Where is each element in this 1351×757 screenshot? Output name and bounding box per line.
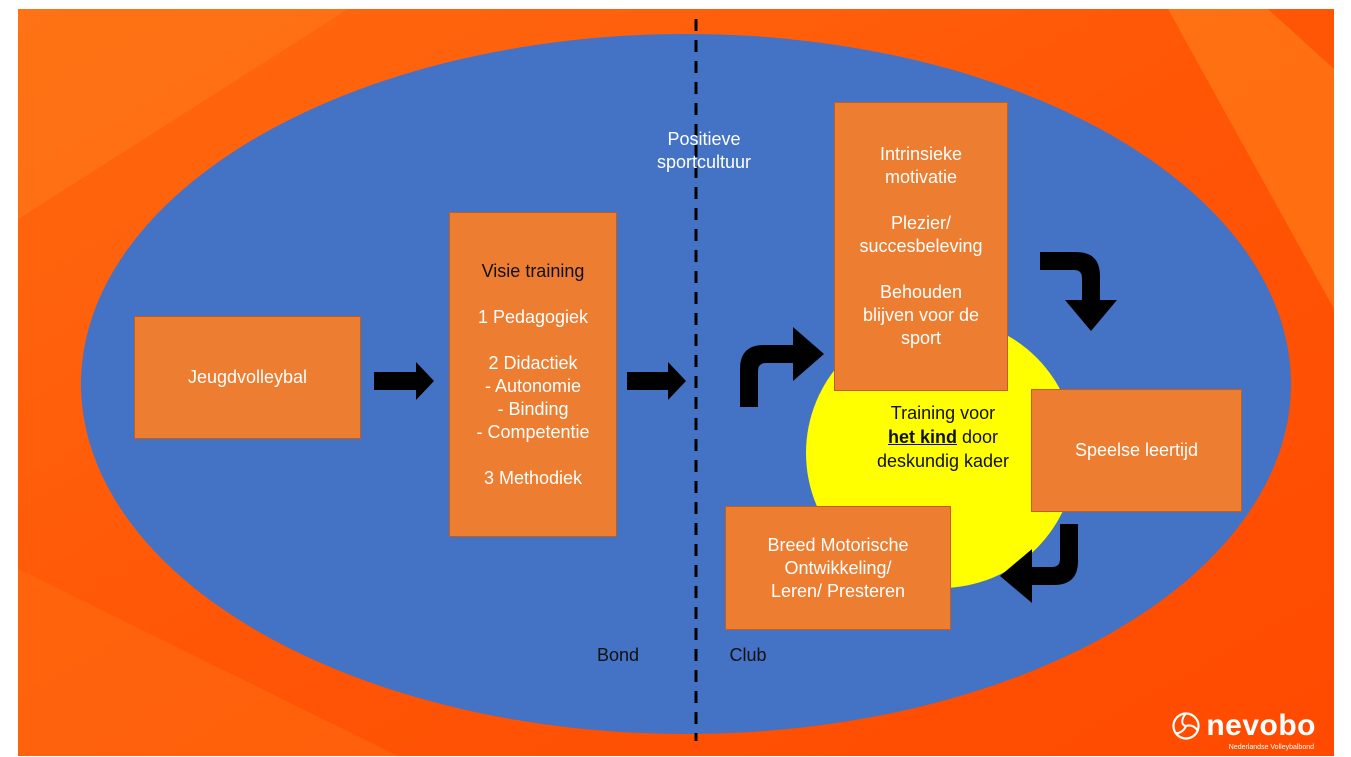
visie-item-didactiek: 2 Didactiek [488,352,578,373]
top-box-line-5: Behouden [879,282,963,302]
visie-sub-autonomie: - Autonomie [484,375,582,396]
jeugdvolleybal-box[interactable]: Jeugdvolleybal [134,316,361,439]
bottom-box-line-2: Ontwikkeling/ [784,557,892,578]
volleyball-icon [1172,712,1200,740]
top-box-line-2: motivatie [884,167,958,187]
top-box-line-6: blijven voor de [862,305,980,325]
motivatie-box[interactable]: Intrinsieke motivatie Plezier/ succesbel… [834,102,1008,391]
background-light-band-bottom [18,569,398,756]
het-kind-emphasis: het kind [887,427,957,447]
top-box-line-1: Intrinsieke [879,144,963,164]
visie-item-methodiek: 3 Methodiek [483,467,583,488]
bottom-box-line-1: Breed Motorische [767,534,909,555]
logo-wordmark: nevobo [1206,709,1316,742]
speelse-leertijd-box[interactable]: Speelse leertijd [1031,389,1242,512]
top-box-line-4: succesbeleving [859,236,983,256]
background-light-band-right [1168,9,1334,309]
motorische-ontwikkeling-box[interactable]: Breed Motorische Ontwikkeling/ Leren/ Pr… [725,506,951,630]
logo-tagline: Nederlandse Volleybalbond [1228,744,1314,751]
speelse-leertijd-label: Speelse leertijd [1074,440,1199,460]
curved-arrow-up-right[interactable] [740,327,824,407]
top-box-line-7: sport [900,328,942,348]
arrow-to-divider[interactable] [627,362,686,400]
visie-sub-binding: - Binding [497,398,569,419]
bottom-box-line-3: Leren/ Presteren [770,580,906,601]
visie-sub-competentie: - Competentie [476,421,590,442]
club-label: Club [729,645,767,665]
sportcultuur-line: sportcultuur [656,152,752,172]
center-line-2-rest: door [956,427,999,447]
center-line-1: Training voor [890,403,996,423]
curved-arrow-down-left[interactable] [1000,524,1078,603]
visie-training-box[interactable]: Visie training 1 Pedagogiek 2 Didactiek … [449,212,617,537]
jeugdvolleybal-label: Jeugdvolleybal [187,367,308,387]
positieve-sportcultuur-label: Positieve sportcultuur [634,128,774,174]
curved-arrow-right-down[interactable] [1040,252,1117,331]
top-box-line-3: Plezier/ [890,213,952,233]
nevobo-logo: nevobo Nederlandse Volleybalbond [1172,709,1316,751]
center-line-3: deskundig kader [876,451,1010,471]
center-line-2: het kind door [848,425,1038,449]
background-light-band-left [18,9,348,219]
center-text: Training voor het kind door deskundig ka… [848,401,1038,473]
bond-label: Bond [596,645,640,665]
arrow-to-visie[interactable] [374,362,434,400]
slide: Jeugdvolleybal Visie training 1 Pedagogi… [18,9,1334,756]
positieve-line: Positieve [667,129,741,149]
visie-item-pedagogiek: 1 Pedagogiek [477,306,589,327]
visie-title: Visie training [481,260,585,281]
